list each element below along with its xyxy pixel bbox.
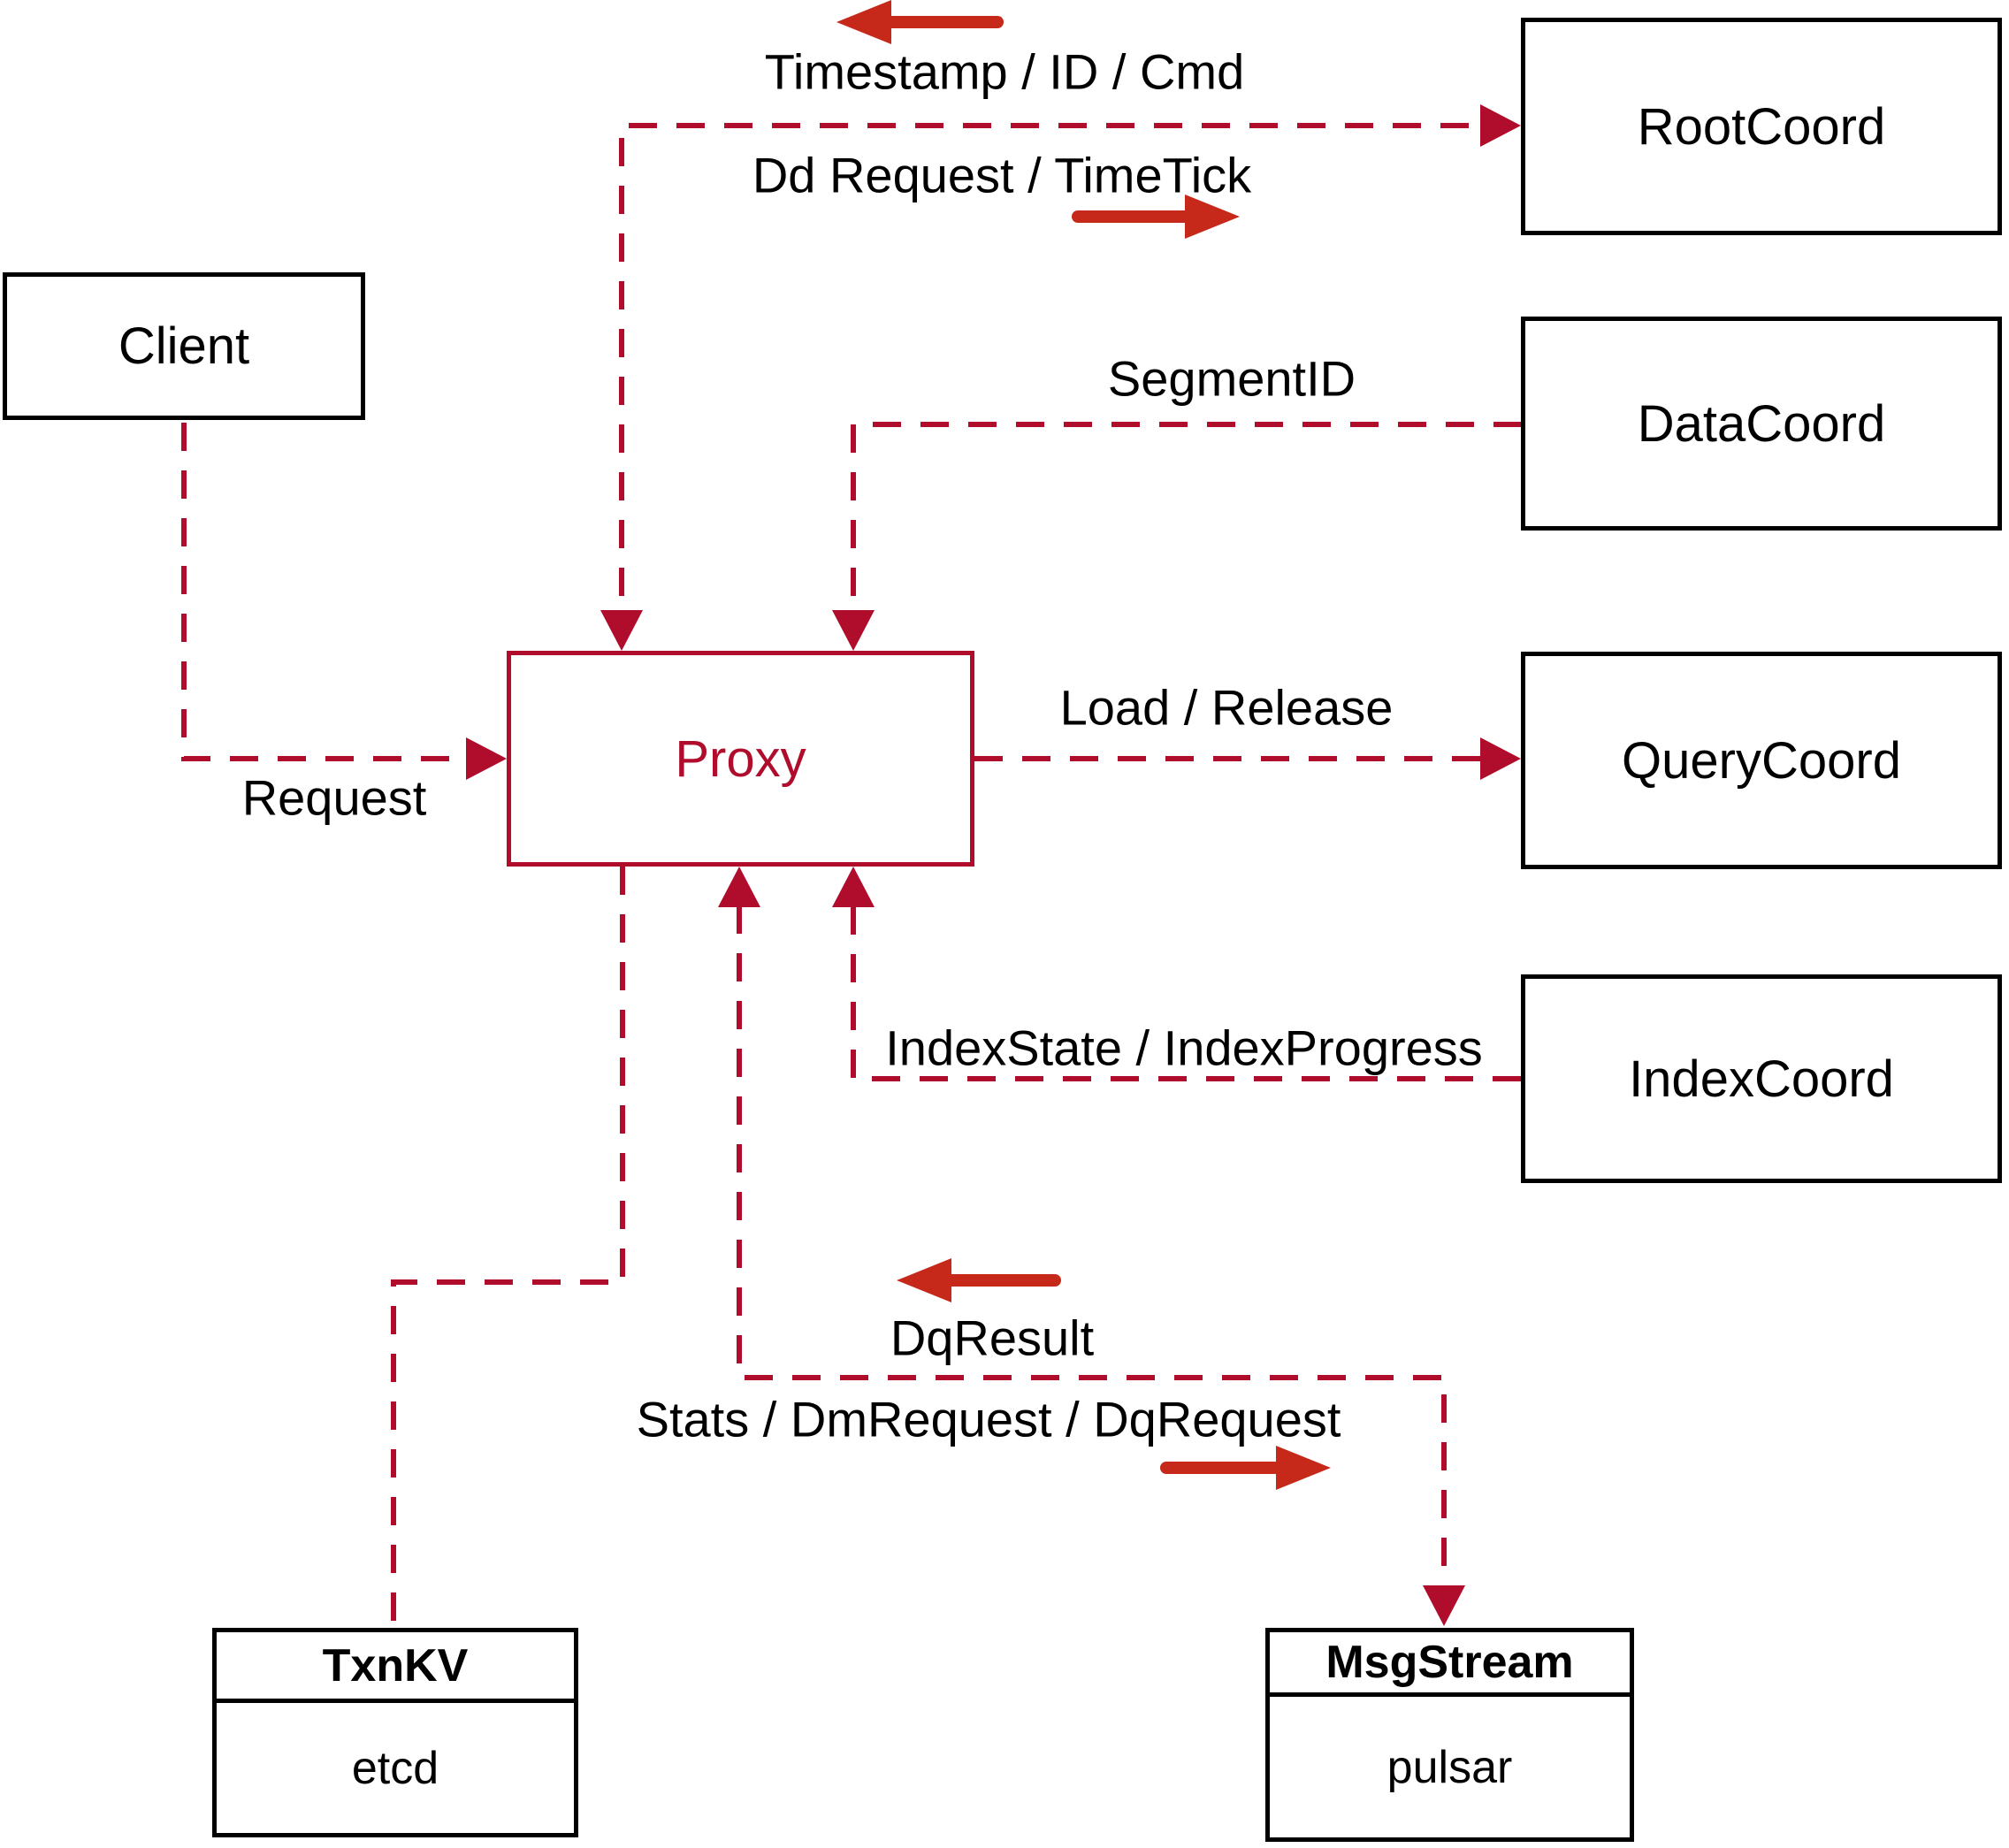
arrowhead-into-querycoord bbox=[1480, 737, 1521, 780]
arrowhead-into-proxy-left bbox=[466, 737, 507, 780]
node-txnkv: TxnKV etcd bbox=[212, 1628, 578, 1837]
edge-label-dq-result: DqResult bbox=[890, 1310, 1095, 1366]
connector-client-proxy bbox=[181, 423, 468, 761]
arrow-left-dq-result-icon bbox=[897, 1258, 1061, 1302]
connector-datacoord-proxy bbox=[851, 422, 1521, 644]
msgstream-impl: pulsar bbox=[1386, 1741, 1513, 1793]
node-querycoord: QueryCoord bbox=[1521, 652, 2002, 869]
node-datacoord: DataCoord bbox=[1521, 317, 2002, 531]
node-client: Client bbox=[3, 272, 365, 420]
client-label: Client bbox=[118, 317, 250, 375]
arrow-right-stats-icon bbox=[1160, 1446, 1331, 1490]
datacoord-label: DataCoord bbox=[1637, 394, 1886, 453]
connector-proxy-msgstream bbox=[737, 905, 1447, 1589]
node-indexcoord: IndexCoord bbox=[1521, 974, 2002, 1183]
edge-label-timestamp: Timestamp / ID / Cmd bbox=[764, 43, 1245, 100]
rootcoord-label: RootCoord bbox=[1637, 97, 1886, 156]
txnkv-impl: etcd bbox=[351, 1742, 439, 1794]
edge-label-request: Request bbox=[241, 769, 427, 826]
arrowhead-into-proxy-bottom-left bbox=[718, 867, 760, 907]
arrowhead-into-proxy-bottom-right bbox=[832, 867, 875, 907]
edge-label-dd-request: Dd Request / TimeTick bbox=[752, 147, 1252, 203]
edge-label-stats: Stats / DmRequest / DqRequest bbox=[636, 1391, 1341, 1447]
connector-indexcoord-proxy bbox=[851, 905, 1521, 1081]
indexcoord-label: IndexCoord bbox=[1629, 1050, 1894, 1108]
edge-label-segment-id: SegmentID bbox=[1107, 350, 1356, 407]
msgstream-title: MsgStream bbox=[1270, 1632, 1630, 1697]
arrow-right-dd-request-icon bbox=[1072, 195, 1240, 239]
connector-proxy-txnkv bbox=[391, 867, 625, 1625]
arrowhead-into-msgstream bbox=[1423, 1585, 1465, 1626]
arrowhead-into-proxy-top-left bbox=[600, 610, 643, 651]
txnkv-title: TxnKV bbox=[217, 1632, 574, 1703]
querycoord-label: QueryCoord bbox=[1622, 731, 1901, 790]
edge-label-index-state: IndexState / IndexProgress bbox=[885, 1019, 1483, 1076]
proxy-label: Proxy bbox=[675, 729, 806, 788]
edge-label-load-release: Load / Release bbox=[1059, 679, 1394, 736]
arrowhead-into-rootcoord bbox=[1480, 104, 1521, 147]
node-rootcoord: RootCoord bbox=[1521, 18, 2002, 235]
arrowhead-into-proxy-top-right bbox=[832, 610, 875, 651]
node-proxy: Proxy bbox=[507, 651, 974, 867]
arrow-left-timestamp-icon bbox=[836, 0, 1004, 44]
node-msgstream: MsgStream pulsar bbox=[1265, 1628, 1634, 1842]
